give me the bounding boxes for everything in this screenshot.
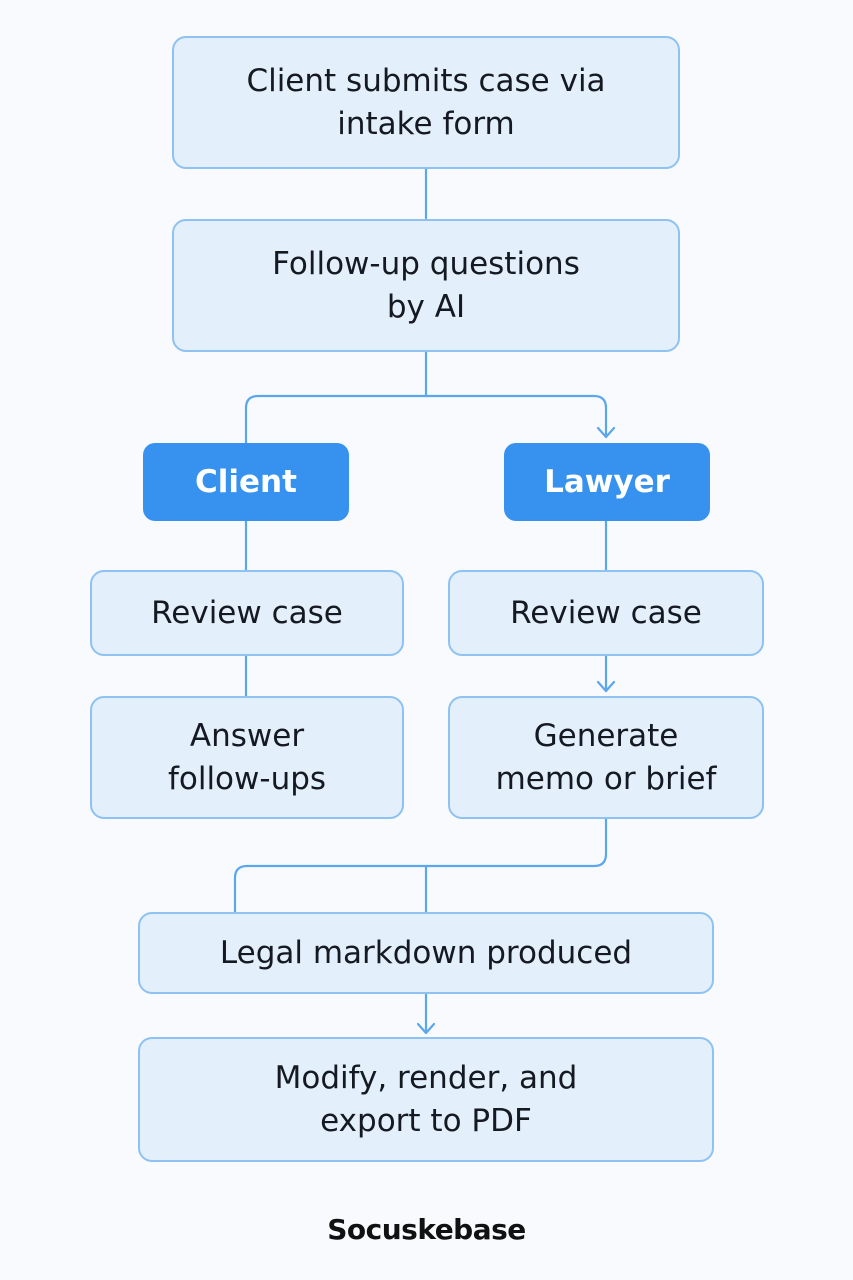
followup-questions-step: Follow-up questions by AI <box>172 219 680 352</box>
arrowhead-generate <box>596 680 616 693</box>
lawyer-lane-label: Lawyer <box>544 464 670 500</box>
client-review-step: Review case <box>90 570 404 656</box>
intake-form-label: Client submits case via intake form <box>246 62 606 142</box>
intake-form-step: Client submits case via intake form <box>172 36 680 169</box>
export-pdf-label: Modify, render, and export to PDF <box>274 1059 578 1139</box>
followup-questions-label: Follow-up questions by AI <box>272 245 580 325</box>
brand-logo: Socuskebase <box>0 1213 853 1246</box>
lawyer-review-step: Review case <box>448 570 764 656</box>
brand-name: Socuskebase <box>327 1213 526 1246</box>
export-pdf-step: Modify, render, and export to PDF <box>138 1037 714 1162</box>
lawyer-review-label: Review case <box>510 594 702 631</box>
connector-split-lawyer <box>424 394 608 438</box>
arrowhead-export <box>416 1022 436 1035</box>
generate-memo-step: Generate memo or brief <box>448 696 764 819</box>
client-lane-header: Client <box>143 443 349 521</box>
client-lane-label: Client <box>195 464 297 500</box>
legal-markdown-step: Legal markdown produced <box>138 912 714 994</box>
generate-memo-label: Generate memo or brief <box>495 717 717 797</box>
answer-followups-step: Answer follow-ups <box>90 696 404 819</box>
arrowhead-lawyer <box>596 426 616 439</box>
connector-generate-merge <box>233 816 608 914</box>
lawyer-lane-header: Lawyer <box>504 443 710 521</box>
answer-followups-label: Answer follow-ups <box>167 717 327 797</box>
client-review-label: Review case <box>151 594 343 631</box>
legal-markdown-label: Legal markdown produced <box>219 934 633 971</box>
connector-split-client <box>244 394 428 446</box>
